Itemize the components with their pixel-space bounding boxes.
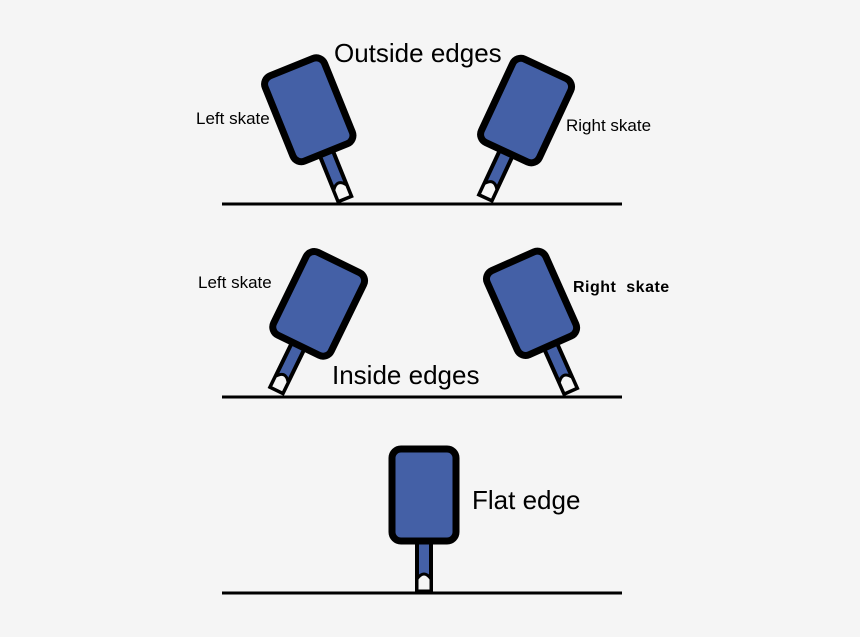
inside-right-skate — [484, 248, 600, 404]
outside-right-skate — [456, 55, 574, 211]
inside-right-skate-label: Right skate — [573, 279, 670, 296]
flat-skate — [392, 449, 456, 591]
outside-right-skate-label: Right skate — [566, 116, 652, 135]
outside-edges-title: Outside edges — [334, 38, 502, 68]
outside-left-skate — [262, 55, 375, 211]
inside-left-skate-label: Left skate — [198, 273, 272, 292]
flat-edge-title: Flat edge — [472, 485, 581, 515]
inside-edges-title: Inside edges — [332, 360, 480, 390]
outside-left-skate-label: Left skate — [196, 109, 270, 128]
